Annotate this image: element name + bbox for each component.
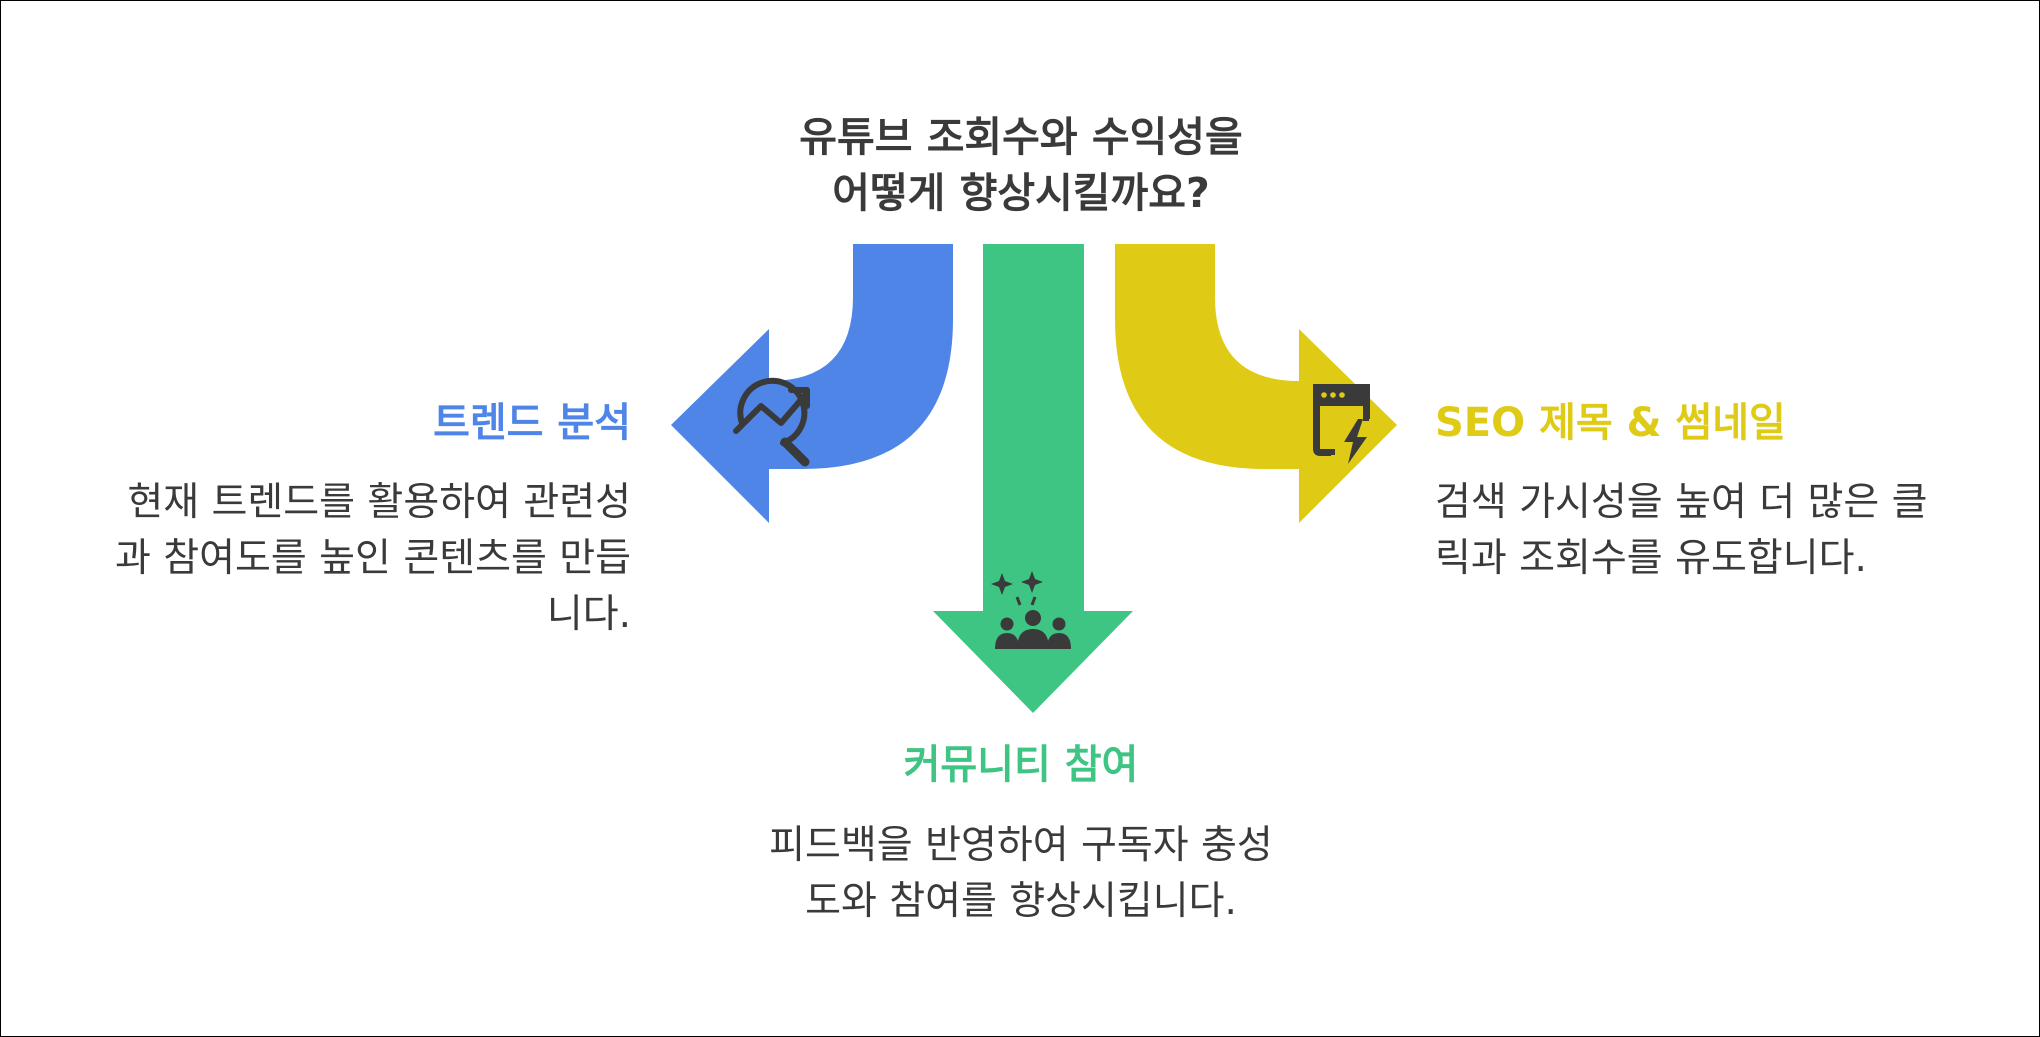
left-branch-description: 현재 트렌드를 활용하여 관련성 과 참여도를 높인 콘텐츠를 만듭 니다. — [115, 475, 631, 643]
center-branch-description: 피드백을 반영하여 구독자 충성 도와 참여를 향상시킵니다. — [721, 818, 1321, 930]
right-desc-line-2: 릭과 조회수를 유도합니다. — [1435, 536, 1867, 581]
left-desc-line-3: 니다. — [546, 592, 631, 637]
right-desc-line-1: 검색 가시성을 높여 더 많은 클 — [1435, 480, 1928, 525]
right-branch-heading: SEO 제목 & 썸네일 — [1435, 400, 1786, 446]
left-desc-line-2: 과 참여도를 높인 콘텐츠를 만듭 — [114, 536, 631, 581]
left-arrow — [671, 244, 953, 523]
center-arrow — [933, 244, 1133, 713]
trend-analysis-icon — [733, 377, 810, 467]
center-branch-heading: 커뮤니티 참여 — [903, 742, 1139, 788]
left-desc-line-1: 현재 트렌드를 활용하여 관련성 — [127, 480, 631, 525]
community-icon — [991, 571, 1071, 649]
title-line-2: 어떻게 향상시킬까요? — [832, 169, 1210, 217]
diagram-title: 유튜브 조회수와 수익성을 어떻게 향상시킬까요? — [671, 109, 1371, 221]
left-branch-heading: 트렌드 분석 — [433, 400, 631, 446]
right-branch-description: 검색 가시성을 높여 더 많은 클 릭과 조회수를 유도합니다. — [1435, 475, 1928, 587]
center-desc-line-1: 피드백을 반영하여 구독자 충성 — [769, 823, 1273, 868]
title-line-1: 유튜브 조회수와 수익성을 — [799, 113, 1243, 161]
right-arrow — [1115, 244, 1397, 523]
center-desc-line-2: 도와 참여를 향상시킵니다. — [805, 879, 1237, 924]
browser-flash-icon — [1313, 384, 1370, 464]
